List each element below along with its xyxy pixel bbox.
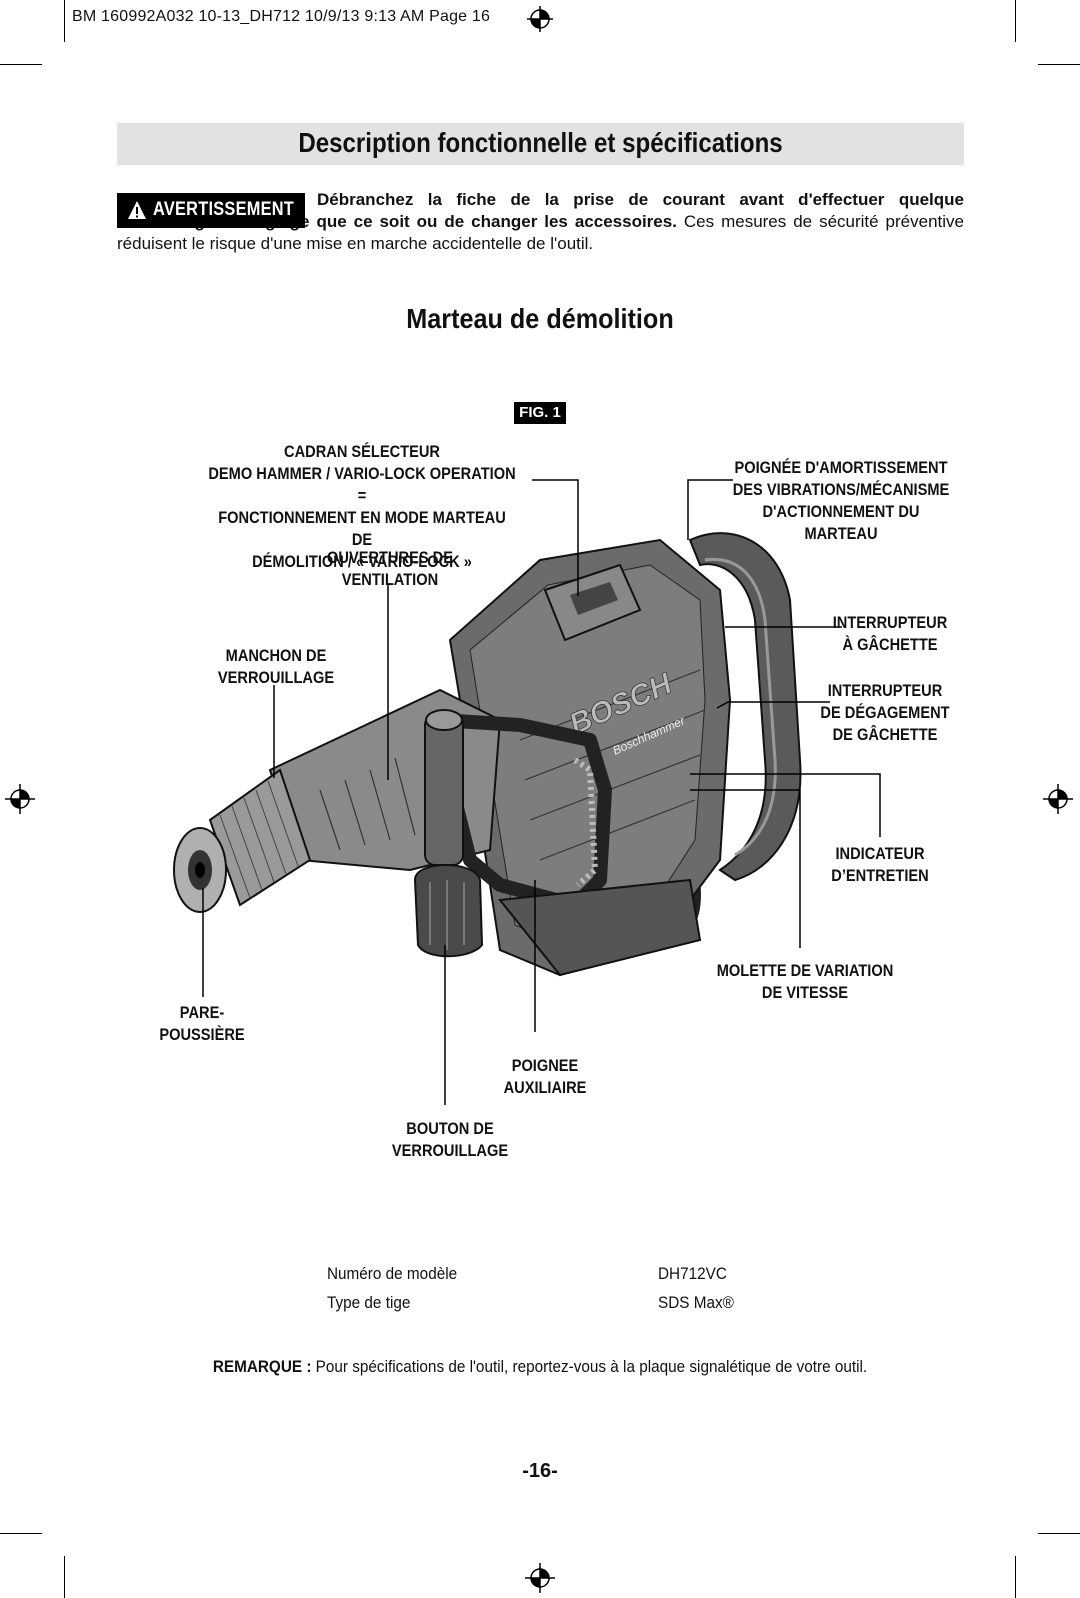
- callout-dust-guard: PARE- POUSSIÈRE: [159, 1003, 245, 1044]
- crop-mark: [64, 0, 65, 42]
- figure-subtitle: Marteau de démolition: [406, 303, 674, 334]
- section-title: Description fonctionnelle et spécificati…: [298, 127, 783, 158]
- note-label: REMARQUE :: [212, 1357, 312, 1376]
- callout-aux-handle: POIGNEE AUXILIAIRE: [503, 1056, 587, 1097]
- note-text: Pour spécifications de l'outil, reportez…: [311, 1357, 868, 1376]
- title-bar: [117, 123, 964, 165]
- callout-selector-dial: CADRAN SÉLECTEUR DEMO HAMMER / VARIO-LOC…: [208, 442, 516, 571]
- spec-value: SDS Max®: [658, 1293, 734, 1312]
- crop-mark: [1015, 1556, 1016, 1598]
- crop-mark: [64, 1556, 65, 1598]
- note: REMARQUE : Pour spécifications de l'outi…: [54, 1357, 1026, 1377]
- warning-normal: Ces mesures de sécurité préventive rédui…: [117, 212, 964, 253]
- callout-damping-handle: POIGNÉE D'AMORTISSEMENT DES VIBRATIONS/M…: [732, 458, 950, 543]
- callout-ventilation: OUVERTURES DE VENTILATION: [327, 548, 453, 589]
- spec-value: DH712VC: [658, 1264, 727, 1283]
- callout-service-indicator: INDICATEUR D’ENTRETIEN: [831, 844, 929, 885]
- spec-label: Numéro de modèle: [327, 1264, 458, 1283]
- figure-label: FIG. 1: [514, 402, 566, 424]
- print-slug: BM 160992A032 10-13_DH712 10/9/13 9:13 A…: [72, 8, 491, 25]
- crop-mark: [0, 1533, 42, 1534]
- callout-trigger-release: INTERRUPTEUR DE DÉGAGEMENT DE GÂCHETTE: [820, 681, 950, 744]
- callout-locking-sleeve: MANCHON DE VERROUILLAGE: [217, 646, 335, 687]
- warning-badge: AVERTISSEMENT: [117, 193, 305, 228]
- spec-label: Type de tige: [327, 1293, 411, 1312]
- page-number: -16-: [522, 1460, 558, 1482]
- callout-lock-button: BOUTON DE VERROUILLAGE: [391, 1119, 509, 1160]
- warning-badge-label: AVERTISSEMENT: [153, 199, 295, 220]
- callout-trigger: INTERRUPTEUR À GÂCHETTE: [832, 613, 948, 654]
- callout-speed-dial: MOLETTE DE VARIATION DE VITESSE: [716, 961, 894, 1002]
- crop-mark: [0, 64, 42, 65]
- crop-mark: [1015, 0, 1016, 42]
- crop-mark: [1038, 64, 1080, 65]
- crop-mark: [1038, 1533, 1080, 1534]
- warning-triangle-icon: [128, 201, 146, 219]
